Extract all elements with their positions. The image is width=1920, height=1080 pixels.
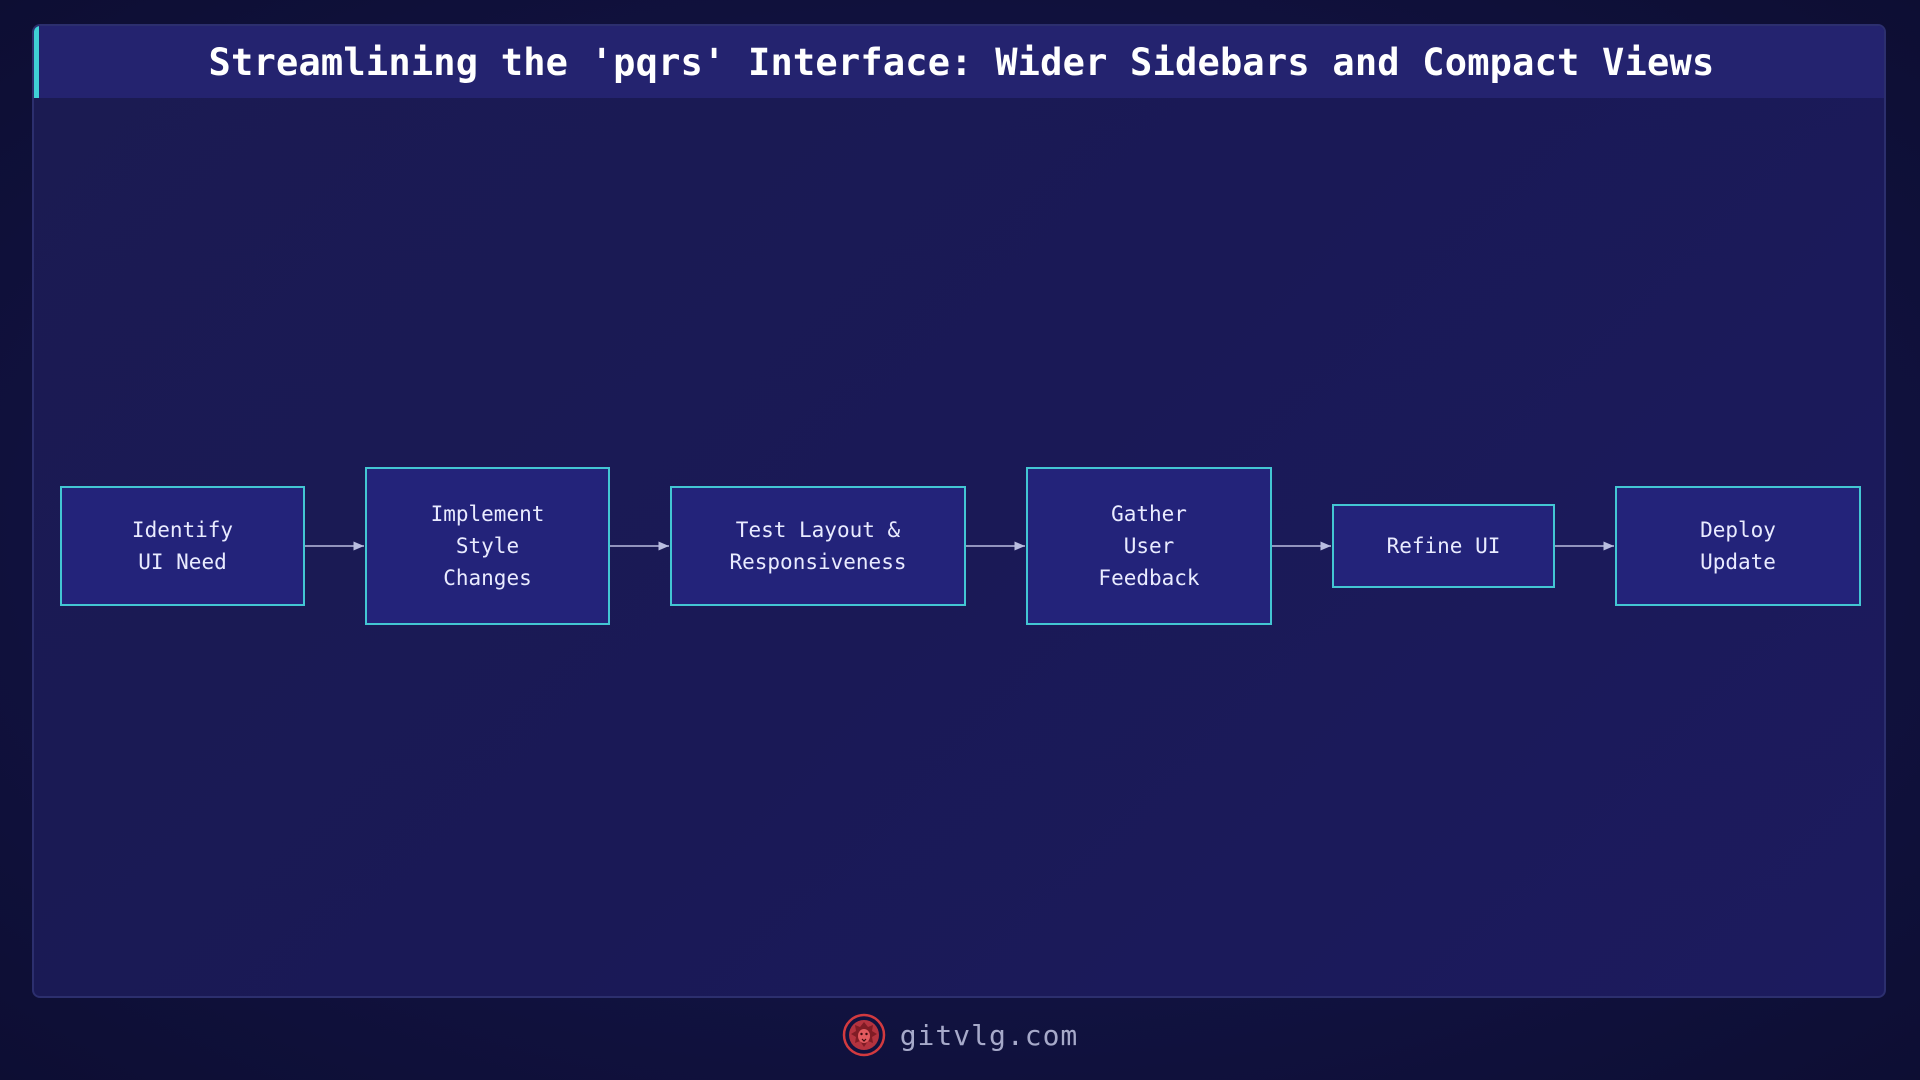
lion-logo-icon — [842, 1013, 885, 1057]
title-bar: Streamlining the 'pqrs' Interface: Wider… — [34, 26, 1884, 98]
step-identify-ui-need: Identify UI Need — [60, 486, 305, 606]
step-refine-ui: Refine UI — [1332, 504, 1555, 588]
footer: gitvlg.com — [0, 1010, 1920, 1060]
page-title: Streamlining the 'pqrs' Interface: Wider… — [208, 40, 1715, 84]
step-deploy-update: Deploy Update — [1615, 486, 1861, 606]
step-gather-user-feedback: Gather User Feedback — [1026, 467, 1272, 625]
footer-site-link[interactable]: gitvlg.com — [899, 1018, 1079, 1052]
diagram-frame: Streamlining the 'pqrs' Interface: Wider… — [32, 24, 1886, 998]
step-implement-style-changes: Implement Style Changes — [365, 467, 610, 625]
step-test-layout-responsiveness: Test Layout & Responsiveness — [670, 486, 966, 606]
